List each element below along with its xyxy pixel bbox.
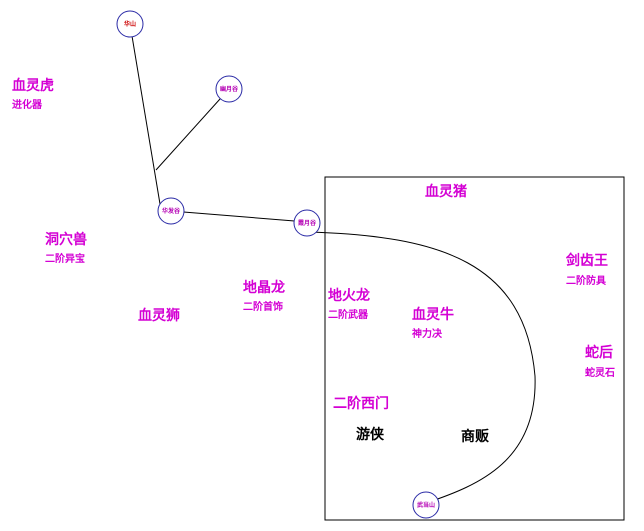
label-youxia[interactable]: 游侠 [356,427,384,443]
label-erjiewuqi: 二阶武器 [328,310,368,321]
node-huafagu[interactable]: 华发谷 [157,197,185,225]
node-label-wudangshan: 武当山 [417,501,435,509]
path-huafagu-xiayuegu [170,210,308,223]
path-huashan-huafagu [129,23,162,211]
node-circle [157,197,185,225]
label-dongxueshou: 洞穴兽 [45,232,87,248]
node-label-xiayuegu: 霞月谷 [298,219,317,227]
label-jinhuaqi: 进化器 [12,100,42,111]
label-shangfan[interactable]: 商贩 [461,429,489,445]
node-label-huashan: 华山 [124,20,136,28]
label-xuelingshi: 血灵狮 [138,308,180,324]
label-dijinglong: 地晶龙 [243,280,285,296]
region-box [324,176,625,521]
node-huashan[interactable]: 华山 [116,10,144,38]
label-shelingshi: 蛇灵石 [585,368,615,379]
node-circle [412,491,440,519]
label-erjieyibao: 二阶异宝 [45,254,85,265]
node-label-youyuegu: 幽月谷 [220,85,239,93]
label-xuelingniu: 血灵牛 [412,307,454,323]
node-wudangshan[interactable]: 武当山 [412,491,440,519]
node-xiayuegu[interactable]: 霞月谷 [293,209,321,237]
node-circle [293,209,321,237]
label-erjiefangju: 二阶防具 [566,276,606,287]
label-erjiexim: 二阶西门 [333,396,389,412]
label-xuelingzhu: 血灵猪 [425,184,467,200]
label-shenlijue: 神力决 [412,329,442,340]
node-circle [116,10,144,38]
path-xiayuegu-wudangshan [308,231,536,504]
node-label-huafagu: 华发谷 [162,207,181,215]
label-dihuolong: 地火龙 [328,288,370,304]
path-youyuegu-branch [155,88,230,171]
label-jianchiwang: 剑齿王 [566,253,608,269]
node-circle [215,75,243,103]
node-youyuegu[interactable]: 幽月谷 [215,75,243,103]
label-shehou: 蛇后 [585,345,613,361]
label-xuelinghu: 血灵虎 [12,78,54,94]
label-erjieshoushi: 二阶首饰 [243,302,283,313]
